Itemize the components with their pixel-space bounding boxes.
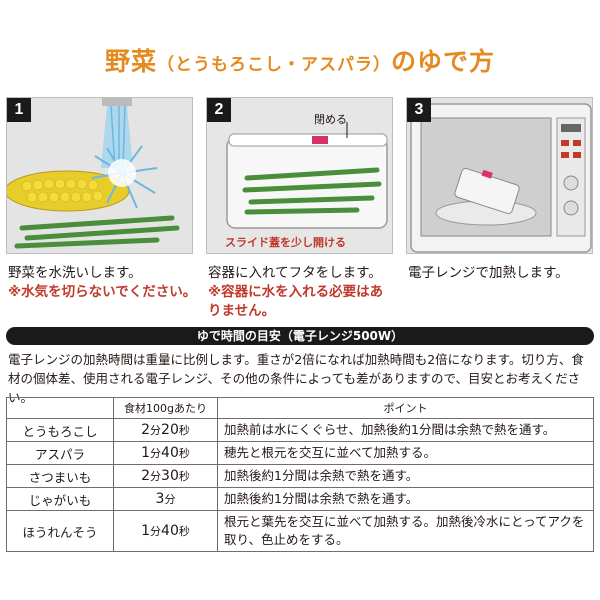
- step-number: 2: [207, 98, 231, 122]
- title-main: 野菜: [104, 47, 157, 76]
- step2-caption: 容器に入れてフタをします。 ※容器に水を入れる必要はありません。: [208, 264, 393, 321]
- cook-time: 2分30秒: [113, 464, 218, 488]
- food-name: とうもろこし: [6, 418, 114, 442]
- step2-note: ※容器に水を入れる必要はありません。: [208, 284, 384, 319]
- step-number: 3: [407, 98, 431, 122]
- cook-point: 加熱後約1分間は余熱で熱を通す。: [217, 487, 594, 511]
- cook-point: 根元と葉先を交互に並べて加熱する。加熱後冷水にとってアクを取り、色止めをする。: [217, 510, 594, 552]
- step1-illustration: 1: [6, 97, 193, 254]
- step3-caption: 電子レンジで加熱します。: [408, 264, 569, 283]
- table-row: とうもろこし 2分20秒 加熱前は水にくぐらせ、加熱後約1分間は余熱で熱を通す。: [6, 418, 594, 442]
- table-row: ほうれんそう 1分40秒 根元と葉先を交互に並べて加熱する。加熱後冷水にとってア…: [6, 510, 594, 552]
- table-row: さつまいも 2分30秒 加熱後約1分間は余熱で熱を通す。: [6, 464, 594, 488]
- washing-vegetables-image: [7, 98, 192, 253]
- container-image: [207, 98, 392, 253]
- table-header: 食材100gあたり: [113, 397, 218, 419]
- food-name: じゃがいも: [6, 487, 114, 511]
- step3-illustration: 3: [406, 97, 593, 254]
- food-name: ほうれんそう: [6, 510, 114, 552]
- step2-illustration: 2 閉める スライド蓋を少し開ける: [206, 97, 393, 254]
- step2-text: 容器に入れてフタをします。: [208, 265, 382, 281]
- slide-lid-label: スライド蓋を少し開ける: [225, 236, 346, 249]
- cook-time: 1分40秒: [113, 441, 218, 465]
- close-label: 閉める: [314, 113, 347, 126]
- step1-note: ※水気を切らないでください。: [8, 284, 197, 300]
- cook-point: 加熱後約1分間は余熱で熱を通す。: [217, 464, 594, 488]
- microwave-image: [407, 98, 592, 253]
- cooking-time-table: 食材100gあたり ポイント とうもろこし 2分20秒 加熱前は水にくぐらせ、加…: [6, 397, 594, 552]
- food-name: アスパラ: [6, 441, 114, 465]
- table-header: ポイント: [217, 397, 594, 419]
- page-title: 野菜（とうもろこし・アスパラ）のゆで方: [0, 42, 600, 78]
- step1-text: 野菜を水洗いします。: [8, 265, 142, 281]
- step3-text: 電子レンジで加熱します。: [408, 265, 569, 281]
- guide-heading: ゆで時間の目安（電子レンジ500W）: [6, 327, 594, 345]
- cook-time: 1分40秒: [113, 510, 218, 552]
- table-header-row: 食材100gあたり ポイント: [6, 397, 594, 419]
- cook-point: 加熱前は水にくぐらせ、加熱後約1分間は余熱で熱を通す。: [217, 418, 594, 442]
- cook-time: 3分: [113, 487, 218, 511]
- table-row: じゃがいも 3分 加熱後約1分間は余熱で熱を通す。: [6, 487, 594, 511]
- title-sub: （とうもろこし・アスパラ）: [157, 55, 391, 75]
- step-number: 1: [7, 98, 31, 122]
- cook-point: 穂先と根元を交互に並べて加熱する。: [217, 441, 594, 465]
- table-row: アスパラ 1分40秒 穂先と根元を交互に並べて加熱する。: [6, 441, 594, 465]
- table-header: [6, 397, 114, 419]
- step1-caption: 野菜を水洗いします。 ※水気を切らないでください。: [8, 264, 196, 302]
- title-main-post: のゆで方: [391, 47, 496, 76]
- food-name: さつまいも: [6, 464, 114, 488]
- cook-time: 2分20秒: [113, 418, 218, 442]
